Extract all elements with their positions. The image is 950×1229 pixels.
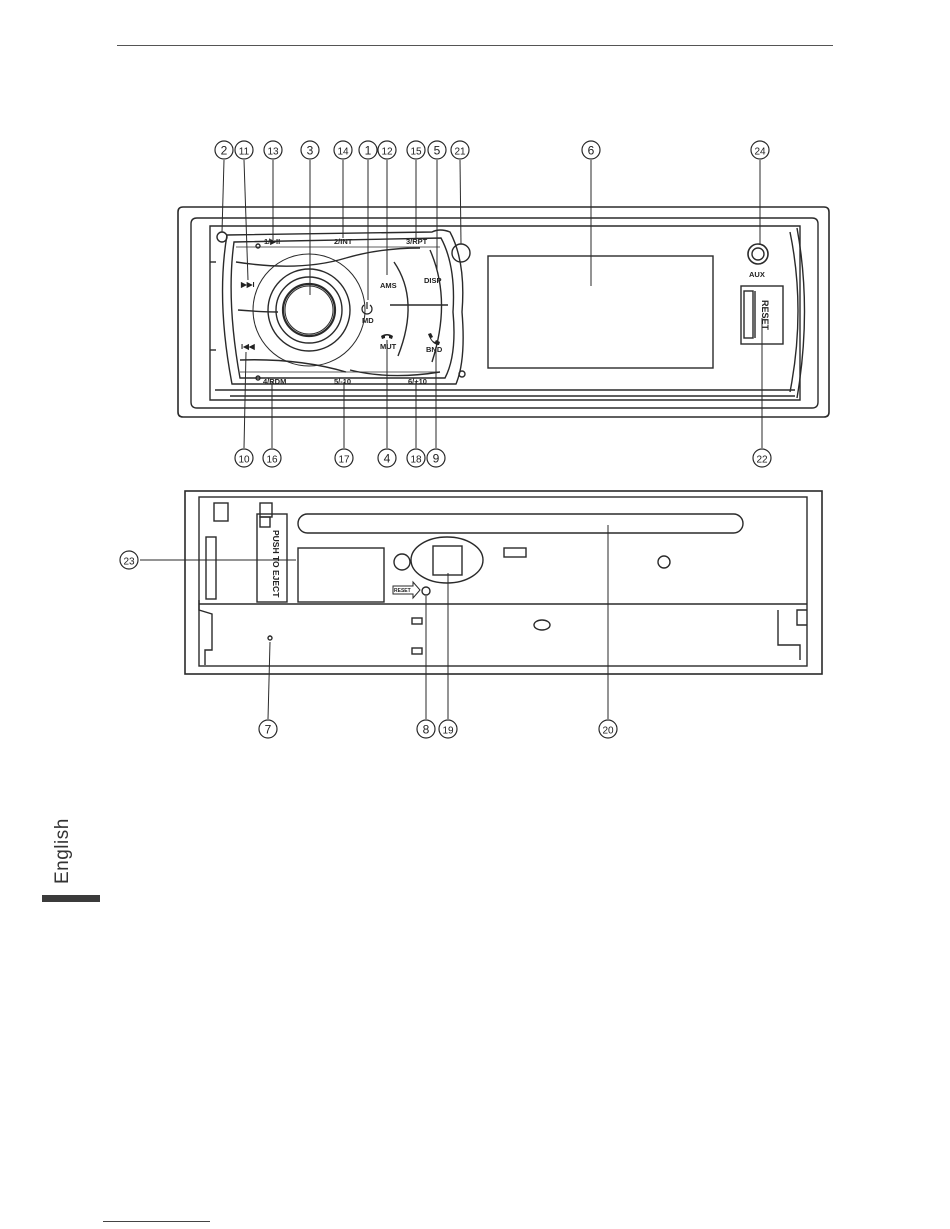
callout-number: 2 — [221, 144, 228, 158]
label-aux: AUX — [749, 270, 765, 279]
callout-3: 3 — [301, 141, 319, 159]
callout-13: 13 — [264, 141, 282, 159]
callout-number: 24 — [754, 147, 766, 158]
footer-rule — [103, 1221, 210, 1222]
callout-number: 14 — [337, 147, 349, 158]
label-reset-back: RESET — [394, 588, 411, 594]
callout-7: 7 — [259, 720, 277, 738]
label-play-pause: 1/▶II — [264, 237, 280, 246]
callout-number: 11 — [239, 147, 250, 158]
callout-number: 13 — [267, 147, 279, 158]
callout-number: 21 — [454, 147, 466, 158]
callout-21: 21 — [451, 141, 469, 159]
label-prev: I◀◀ — [241, 342, 256, 351]
label-rdm: 4/RDM — [263, 377, 286, 386]
label-plus10: 6/+10 — [408, 377, 427, 386]
callout-number: 10 — [238, 455, 250, 466]
label-ams: AMS — [380, 281, 397, 290]
callout-10: 10 — [235, 449, 253, 467]
callout-14: 14 — [334, 141, 352, 159]
callout-number: 4 — [384, 452, 391, 466]
callout-2: 2 — [215, 141, 233, 159]
label-next: ▶▶I — [240, 280, 255, 289]
callout-17: 17 — [335, 449, 353, 467]
callout-number: 20 — [602, 726, 614, 737]
callout-number: 17 — [338, 455, 350, 466]
label-bnd: BND — [426, 345, 443, 354]
callout-number: 7 — [265, 723, 272, 737]
callout-number: 9 — [433, 452, 440, 466]
callout-18: 18 — [407, 449, 425, 467]
callout-number: 23 — [123, 557, 135, 568]
callout-4: 4 — [378, 449, 396, 467]
callout-16: 16 — [263, 449, 281, 467]
power-icon — [362, 302, 372, 314]
label-rpt: 3/RPT — [406, 237, 428, 246]
callout-12: 12 — [378, 141, 396, 159]
callout-number: 8 — [423, 723, 430, 737]
callout-number: 6 — [588, 144, 595, 158]
language-tab-bar — [42, 895, 100, 902]
callout-number: 22 — [756, 455, 768, 466]
callout-number: 19 — [442, 726, 454, 737]
label-minus10: 5/-10 — [334, 377, 351, 386]
callout-9: 9 — [427, 449, 445, 467]
label-push-to-eject: PUSH TO EJECT — [271, 530, 281, 598]
callout-number: 5 — [434, 144, 441, 158]
label-reset-front: RESET — [760, 300, 770, 331]
callout-20: 20 — [599, 720, 617, 738]
callout-number: 12 — [381, 147, 393, 158]
callout-15: 15 — [407, 141, 425, 159]
language-tab-label: English — [52, 818, 74, 884]
callout-number: 16 — [266, 455, 278, 466]
label-disp: DISP — [424, 276, 442, 285]
callout-8: 8 — [417, 720, 435, 738]
callout-24: 24 — [751, 141, 769, 159]
callout-number: 18 — [410, 455, 422, 466]
callout-1: 1 — [359, 141, 377, 159]
label-mut: MUT — [380, 342, 397, 351]
hangup-icon — [381, 334, 393, 339]
callout-number: 3 — [307, 144, 314, 158]
callout-19: 19 — [439, 720, 457, 738]
callout-11: 11 — [235, 141, 253, 159]
callout-number: 15 — [410, 147, 422, 158]
callout-number: 1 — [365, 144, 372, 158]
callout-23: 23 — [120, 551, 138, 569]
callout-5: 5 — [428, 141, 446, 159]
callout-22: 22 — [753, 449, 771, 467]
callout-6: 6 — [582, 141, 600, 159]
label-int: 2/INT — [334, 237, 353, 246]
label-md: MD — [362, 316, 374, 325]
